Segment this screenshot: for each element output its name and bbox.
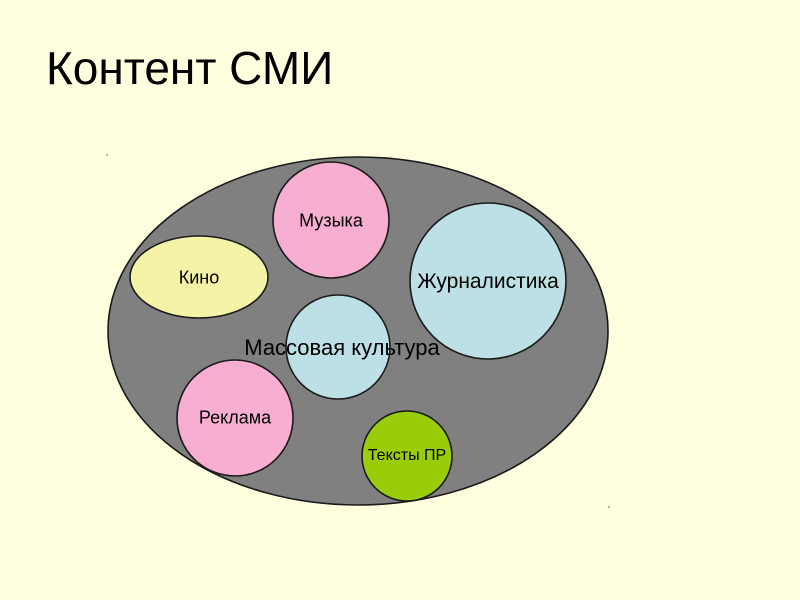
page-title: Контент СМИ <box>46 42 334 94</box>
speck-artifact <box>106 154 108 156</box>
speck-artifact <box>303 480 305 482</box>
blob-zhurnalistika[interactable] <box>409 202 567 360</box>
speck-artifact <box>608 506 610 508</box>
speck-artifact <box>566 250 568 252</box>
blob-muzyka[interactable] <box>272 161 390 279</box>
blob-kino[interactable] <box>129 235 269 319</box>
blob-teksty-pr[interactable] <box>361 410 453 502</box>
blob-reklama[interactable] <box>176 359 294 477</box>
speck-artifact <box>261 354 263 356</box>
blob-center-unlabeled[interactable] <box>285 294 391 400</box>
